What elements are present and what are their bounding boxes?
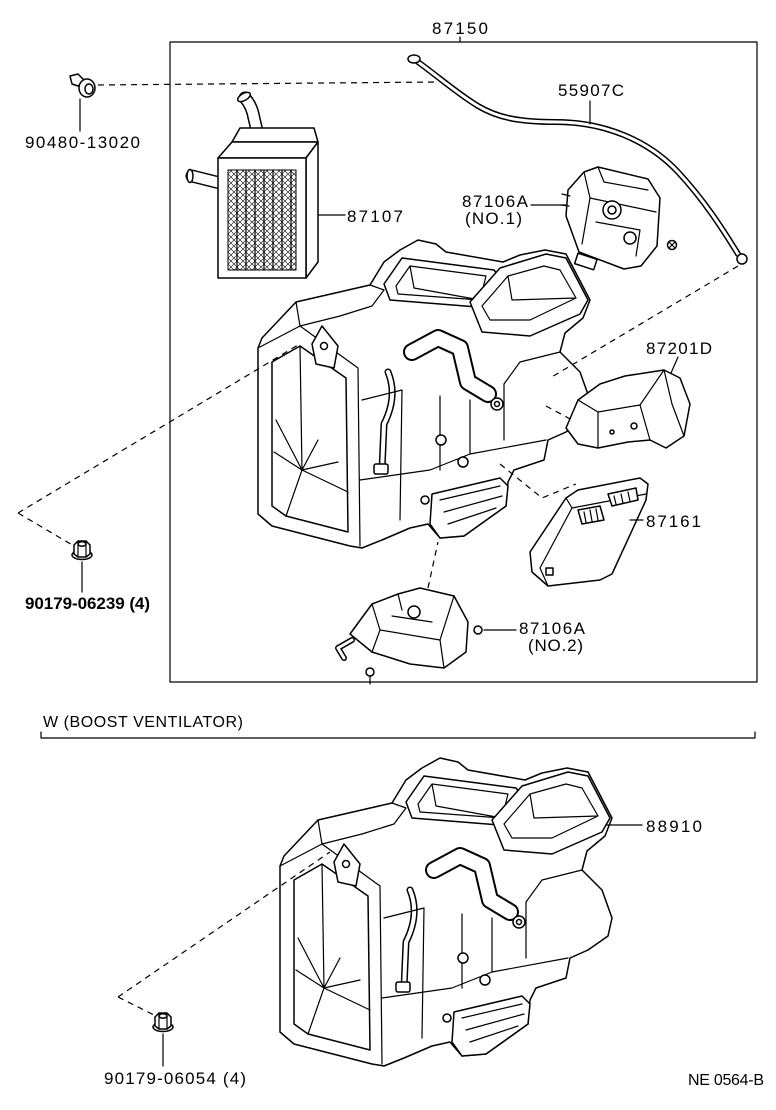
dashed-leader-amplifier [499, 463, 577, 499]
duct-hole [609, 429, 615, 435]
label-87107: 87107 [347, 207, 403, 226]
duct-edges [577, 369, 685, 449]
servo-no2-wire-fill [336, 638, 354, 660]
servo-no2-gear [407, 605, 421, 619]
label-90480-13020: 90480-13020 [25, 133, 140, 152]
heater-case-88910 [280, 758, 612, 1066]
label-87201d: 87201D [646, 339, 712, 358]
control-cable [407, 54, 748, 265]
cable-end-loop-bottom [736, 253, 748, 265]
label-55907c: 55907C [558, 81, 624, 100]
duct-part [565, 369, 691, 449]
radiator-core [227, 169, 297, 271]
label-87161: 87161 [646, 512, 701, 531]
dashed-leader-duct-lower [545, 405, 573, 421]
amplifier-part [529, 477, 649, 587]
servo-no2-screw [365, 667, 375, 677]
label-87106a-no2: 87106A [519, 619, 586, 638]
label-87150: 87150 [432, 19, 488, 38]
servo-motor-no2 [335, 587, 483, 685]
radiator-side-pipe-end [186, 168, 194, 184]
duct-hole [630, 422, 638, 430]
cable-fill [416, 60, 740, 256]
flange-nut-lower [152, 1012, 174, 1033]
servo-no1-pivot [623, 231, 637, 245]
radiator-top-pipe-end [236, 91, 252, 103]
radiator-header-tank [231, 127, 319, 143]
servo-no1-connector [573, 252, 598, 271]
servo-no1-screw-slot [668, 241, 676, 249]
servo-no2-bolt [473, 625, 483, 635]
variant-divider [40, 731, 756, 739]
servo-no2-edges [371, 593, 455, 669]
dashed-leader-nut-upper [17, 344, 299, 547]
figure-code: NE 0564-B [688, 1072, 764, 1089]
heater-radiator [185, 91, 319, 279]
duct-body [565, 369, 691, 449]
dashed-leader-servo-no2 [427, 541, 439, 589]
label-no1: (NO.1) [465, 209, 522, 228]
leader-87201d [670, 356, 679, 374]
clip-part [69, 73, 96, 98]
cable-end-loop-top [407, 54, 421, 64]
label-no2: (NO.2) [528, 636, 583, 655]
servo-motor-no1 [560, 166, 678, 271]
label-88910: 88910 [646, 817, 702, 836]
servo-no1-gear-hub [607, 205, 617, 215]
radiator-core-tubes [236, 169, 292, 271]
dashed-leader-clip [97, 81, 439, 86]
main-assembly-frame [169, 41, 758, 683]
label-87106a-no1: 87106A [462, 192, 529, 211]
amplifier-tab [545, 567, 554, 576]
amplifier-connector-pins [583, 491, 631, 523]
servo-no2-body [349, 587, 469, 669]
radiator-side-face [305, 141, 319, 279]
dashed-leader-duct-upper [549, 265, 739, 379]
radiator-top-face [217, 141, 319, 159]
dashed-leader-nut-lower [117, 851, 331, 1017]
heater-case-unit [258, 240, 590, 548]
variant-heading: W (BOOST VENTILATOR) [43, 714, 243, 731]
servo-no1-edges [560, 166, 657, 257]
flange-nut-upper [71, 540, 93, 561]
label-90179-06239: 90179-06239 (4) [25, 594, 150, 613]
label-90179-06054: 90179-06054 (4) [104, 1069, 246, 1088]
clip-head-center [84, 83, 94, 95]
